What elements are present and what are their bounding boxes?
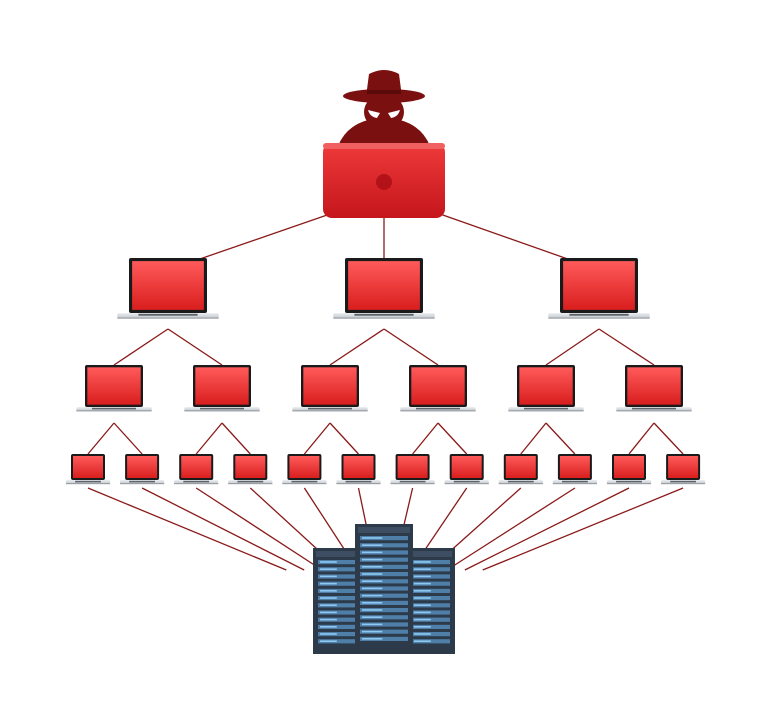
laptop-icon bbox=[333, 258, 435, 319]
link-tier2-to-tier3 bbox=[303, 422, 331, 455]
link-tier1-to-tier2 bbox=[545, 328, 600, 366]
master-laptop-icon bbox=[323, 143, 445, 218]
laptop-icon bbox=[616, 365, 692, 412]
laptop-icon bbox=[174, 454, 219, 485]
link-tier2-to-tier3 bbox=[628, 422, 655, 455]
link-tier2-to-tier3 bbox=[195, 422, 223, 455]
link-tier1-to-tier2 bbox=[329, 328, 385, 366]
link-tier3-to-server bbox=[446, 487, 576, 571]
link-tier2-to-tier3 bbox=[412, 422, 439, 455]
server-rack-icon bbox=[407, 548, 455, 654]
laptop-icon bbox=[117, 258, 219, 319]
link-tier1-to-tier2 bbox=[113, 328, 169, 366]
link-tier1-to-tier2 bbox=[598, 328, 655, 366]
hacker-icon bbox=[338, 70, 430, 146]
target-server bbox=[313, 524, 455, 654]
laptop-icon bbox=[120, 454, 165, 485]
laptop-icon bbox=[552, 454, 597, 485]
laptop-icon bbox=[548, 258, 650, 319]
link-tier3-to-server bbox=[141, 487, 305, 571]
laptop-icon bbox=[282, 454, 327, 485]
laptop-icon bbox=[661, 454, 706, 485]
link-tier3-to-server bbox=[195, 487, 323, 571]
link-tier2-to-tier3 bbox=[87, 422, 115, 455]
laptop-icon bbox=[292, 365, 368, 412]
link-tier3-to-server bbox=[87, 487, 287, 571]
laptop-icon bbox=[400, 365, 476, 412]
link-tier2-to-tier3 bbox=[113, 422, 143, 455]
link-tier2-to-tier3 bbox=[520, 422, 547, 455]
link-tier3-to-server bbox=[482, 487, 684, 571]
link-tier2-to-tier3 bbox=[653, 422, 684, 455]
laptop-icon bbox=[508, 365, 584, 412]
laptop-icon bbox=[498, 454, 543, 485]
laptop-icon bbox=[336, 454, 381, 485]
bot-network bbox=[65, 258, 706, 485]
link-tier2-to-tier3 bbox=[437, 422, 468, 455]
link-tier2-to-tier3 bbox=[221, 422, 251, 455]
link-tier3-to-server bbox=[464, 487, 630, 571]
laptop-icon bbox=[76, 365, 152, 412]
server-rack-icon bbox=[355, 524, 413, 654]
laptop-icon bbox=[606, 454, 652, 485]
laptop-icon bbox=[65, 454, 111, 485]
server-rack-icon bbox=[313, 548, 361, 654]
command-node bbox=[323, 70, 445, 218]
laptop-icon bbox=[228, 454, 273, 485]
laptop-icon bbox=[390, 454, 435, 485]
link-tier1-to-tier2 bbox=[167, 328, 223, 366]
laptop-icon bbox=[444, 454, 489, 485]
link-tier2-to-tier3 bbox=[329, 422, 359, 455]
laptop-icon bbox=[184, 365, 260, 412]
link-tier1-to-tier2 bbox=[383, 328, 439, 366]
link-tier2-to-tier3 bbox=[545, 422, 576, 455]
